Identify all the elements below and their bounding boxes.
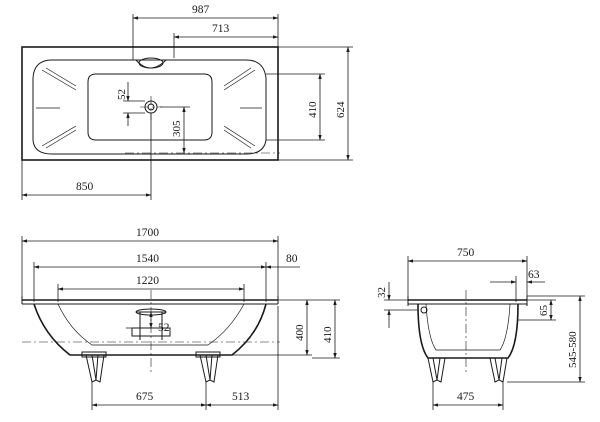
tub-inner-contour	[425, 303, 511, 351]
rib-line	[45, 129, 77, 149]
dim-52-top: 52	[116, 89, 128, 100]
dim-713: 713	[212, 23, 230, 35]
dim-65: 65	[538, 305, 550, 317]
tub-body	[33, 303, 267, 356]
dim-850: 850	[76, 181, 94, 193]
tub-leg	[489, 357, 500, 383]
rib-line	[223, 125, 256, 147]
top-view: 987 713 52 305 410 624 850	[21, 4, 353, 200]
overflow-cap	[138, 57, 164, 69]
dim-987: 987	[192, 4, 210, 16]
dim-52-side: 52	[158, 322, 170, 334]
dim-32: 32	[376, 287, 388, 298]
tub-leg	[436, 357, 446, 383]
dim-750: 750	[457, 247, 475, 259]
rib-line	[41, 125, 77, 147]
tub-leg	[85, 354, 97, 383]
tub-leg	[209, 354, 219, 383]
dim-305: 305	[171, 120, 183, 137]
dim-1700: 1700	[136, 227, 159, 239]
leg-bracket	[81, 351, 107, 358]
dim-475: 475	[457, 391, 475, 403]
tub-leg	[498, 357, 508, 383]
overflow-recess	[135, 59, 167, 69]
dim-1540: 1540	[136, 253, 159, 265]
dim-410-side: 410	[322, 326, 334, 343]
rib-line	[223, 69, 256, 91]
dim-80: 80	[286, 253, 298, 265]
tub-bottom	[87, 73, 213, 141]
tub-leg	[199, 354, 211, 383]
rib-line	[223, 129, 252, 149]
leg-bracket	[195, 351, 221, 358]
dim-513: 513	[232, 391, 250, 403]
dim-624: 624	[335, 101, 347, 118]
tub-inner-basin	[32, 59, 267, 155]
tub-leg	[95, 354, 105, 383]
dim-675: 675	[136, 391, 154, 403]
tub-body	[417, 303, 519, 359]
end-view: 750 63 32 65 545-580 475	[376, 247, 585, 410]
dim-1220: 1220	[136, 275, 159, 287]
dim-400: 400	[294, 324, 306, 341]
side-view: 1700 1540 80 1220 52 400 410 675	[21, 227, 340, 410]
tub-inner-contour	[57, 303, 245, 346]
dim-410-top: 410	[307, 101, 319, 118]
tub-outer-rim	[21, 46, 279, 161]
dim-63: 63	[528, 269, 540, 281]
overflow-cap	[420, 306, 428, 314]
tub-leg	[427, 357, 438, 383]
rib-line	[45, 67, 77, 87]
dim-545-580: 545-580	[567, 331, 579, 368]
rib-line	[223, 67, 252, 87]
rib-line	[41, 69, 77, 91]
